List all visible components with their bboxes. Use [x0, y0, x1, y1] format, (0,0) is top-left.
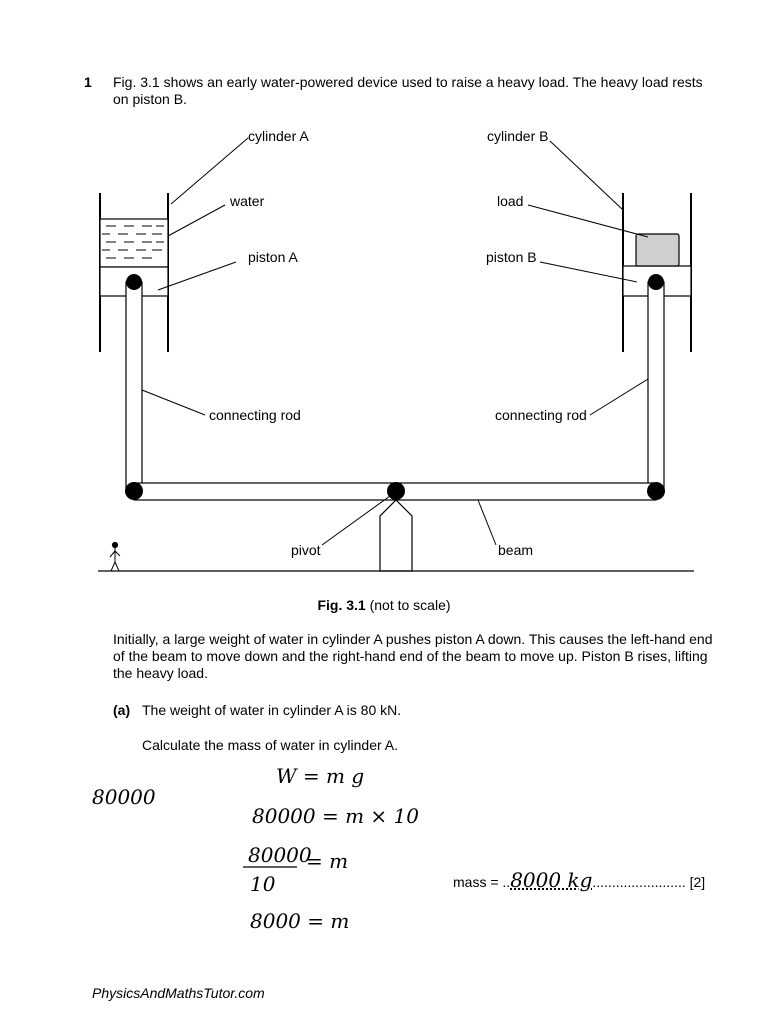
label-load: load	[497, 193, 523, 209]
handwritten-line-2: 80000 = m × 10	[252, 804, 419, 828]
handwritten-fraction-denominator: 10	[250, 872, 276, 896]
figure-caption: Fig. 3.1 (not to scale)	[0, 597, 768, 613]
answer-dots-left: ..	[502, 874, 511, 890]
water-region	[99, 218, 169, 268]
water-hatching	[102, 225, 164, 259]
description-paragraph: Initially, a large weight of water in cy…	[113, 631, 713, 681]
label-piston-a: piston A	[248, 249, 298, 265]
label-piston-b: piston B	[486, 249, 537, 265]
answer-line: mass = ..8000 kg........................…	[453, 868, 705, 892]
connecting-rod-left	[125, 281, 143, 493]
answer-marks: [2]	[689, 874, 706, 890]
answer-prefix: mass =	[453, 874, 503, 890]
handwritten-line-1: W = m g	[276, 764, 364, 788]
pivot-point	[387, 482, 405, 500]
question-intro: Fig. 3.1 shows an early water-powered de…	[113, 74, 703, 107]
leader-lines	[141, 137, 649, 546]
part-a-statement: The weight of water in cylinder A is 80 …	[142, 702, 402, 718]
label-connecting-rod-right: connecting rod	[495, 407, 587, 423]
label-beam: beam	[498, 542, 533, 558]
handwritten-margin-note: 80000	[92, 785, 156, 809]
answer-value: 8000 kg	[510, 868, 593, 892]
handwritten-fraction-rhs: = m	[306, 849, 348, 873]
rod-joint-top-right	[648, 274, 664, 290]
footer-site-name: PhysicsAndMathsTutor.com	[92, 985, 265, 1001]
question-number: 1	[84, 74, 92, 90]
label-cylinder-a: cylinder A	[248, 128, 309, 144]
label-connecting-rod-left: connecting rod	[209, 407, 301, 423]
pivot-support	[379, 499, 413, 572]
connecting-rod-right	[647, 281, 665, 493]
rod-joint-top-left	[126, 274, 142, 290]
answer-dots-right: ........................	[592, 874, 690, 890]
beam-joint-left	[125, 482, 143, 500]
handwritten-line-4: 8000 = m	[250, 909, 349, 933]
person-figure	[109, 541, 121, 572]
part-a-label: (a)	[113, 702, 131, 718]
figure-caption-bold: Fig. 3.1	[317, 597, 366, 613]
label-cylinder-b: cylinder B	[487, 128, 548, 144]
beam-joint-right	[647, 482, 665, 500]
label-pivot: pivot	[291, 542, 321, 558]
part-a-instruction: Calculate the mass of water in cylinder …	[142, 737, 399, 753]
load-block	[635, 233, 680, 267]
figure-caption-rest: (not to scale)	[365, 597, 451, 613]
label-water: water	[229, 193, 265, 209]
handwritten-fraction-numerator: 80000	[248, 843, 312, 867]
